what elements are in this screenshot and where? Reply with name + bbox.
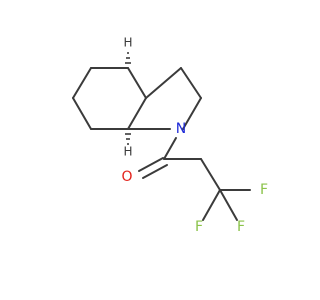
bond xyxy=(72,97,92,130)
stereo-hash-top xyxy=(125,52,131,64)
bond xyxy=(163,137,177,160)
bond xyxy=(200,158,221,191)
molecule-structure: N O F F F H H xyxy=(72,36,268,236)
bond xyxy=(127,67,147,99)
molecule-canvas: N O F F F H H xyxy=(72,36,268,236)
bond xyxy=(219,189,238,221)
stereo-hash-bottom xyxy=(125,133,131,145)
atom-fluorine: F xyxy=(195,219,203,235)
atom-hydrogen: H xyxy=(123,36,132,50)
bond xyxy=(138,157,164,172)
bond xyxy=(180,67,202,99)
bond-group xyxy=(72,67,251,221)
bond xyxy=(127,97,147,130)
atom-labels: N O F F F H H xyxy=(121,36,268,236)
bond xyxy=(72,67,92,99)
atom-oxygen: O xyxy=(121,169,132,185)
bond xyxy=(182,97,202,130)
atom-fluorine: F xyxy=(237,219,245,235)
bond xyxy=(145,67,182,99)
stereo-marks xyxy=(125,52,131,145)
bond xyxy=(202,189,221,221)
atom-fluorine: F xyxy=(260,182,268,198)
bond xyxy=(142,164,168,179)
atom-nitrogen: N xyxy=(176,121,186,137)
atom-hydrogen: H xyxy=(123,145,132,159)
